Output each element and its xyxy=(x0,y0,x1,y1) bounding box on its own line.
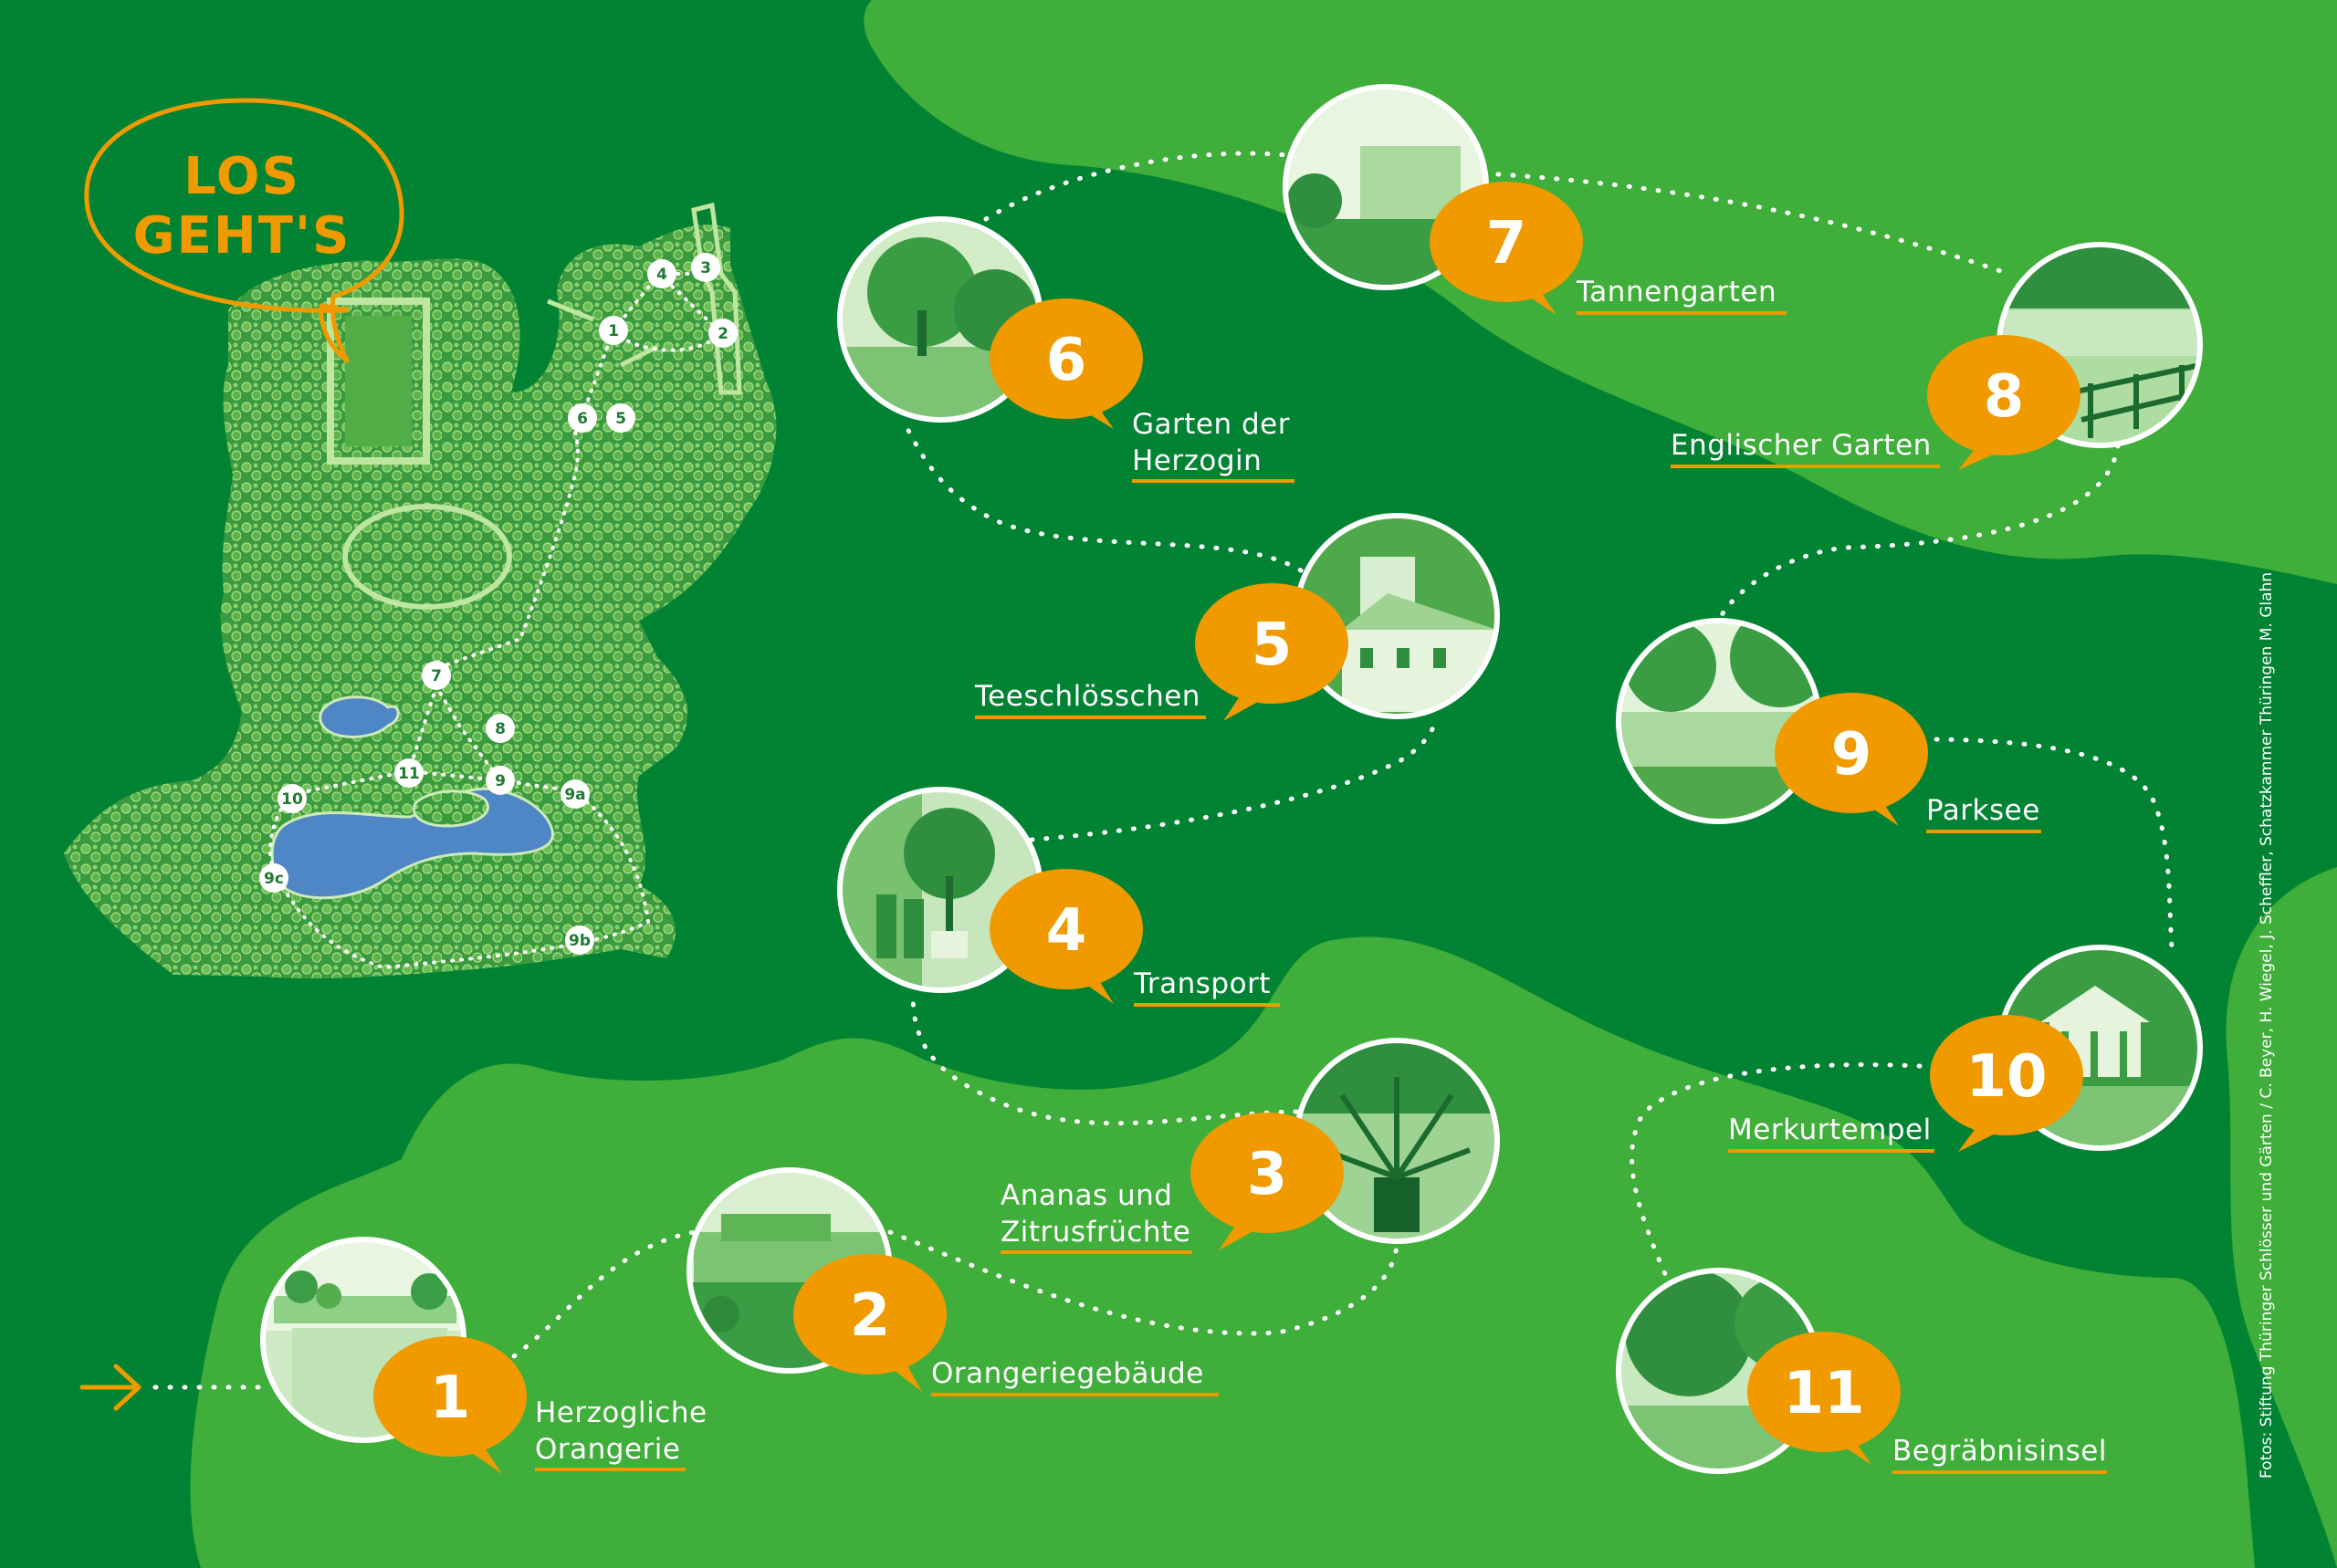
amphitheater xyxy=(342,504,512,610)
title-bubble-outline xyxy=(84,98,404,363)
svg-text:2: 2 xyxy=(718,325,728,343)
stop-bubble-5[interactable]: 5 xyxy=(1195,583,1348,721)
stop-label-7[interactable]: Tannengarten xyxy=(1576,276,1787,315)
stop-label-11[interactable]: Begräbnisinsel xyxy=(1892,1435,2107,1474)
title-line-1: LOS xyxy=(183,147,300,206)
svg-text:11: 11 xyxy=(398,765,420,783)
castle-courtyard xyxy=(345,316,412,446)
minimap-island xyxy=(412,789,489,828)
stop-number-8: 8 xyxy=(1984,363,2025,431)
stop-photo-5 xyxy=(1296,516,1497,716)
stop-label-6-line-1: Garten der xyxy=(1132,408,1290,441)
svg-text:1: 1 xyxy=(608,322,619,340)
stop-number-11: 11 xyxy=(1783,1360,1864,1427)
minimap-marker: 11 xyxy=(394,758,424,788)
stop-bubble-2[interactable]: 2 xyxy=(793,1254,947,1392)
castle-outline xyxy=(327,298,430,465)
stop-label-6-line-2: Herzogin xyxy=(1132,444,1262,477)
stop-label-2-line-1: Orangeriegebäude xyxy=(931,1357,1204,1390)
minimap-marker: 3 xyxy=(691,253,720,282)
stop-label-4-line-1: Transport xyxy=(1133,967,1271,1000)
svg-text:9b: 9b xyxy=(569,932,591,950)
svg-text:9: 9 xyxy=(495,772,506,790)
stop-number-6: 6 xyxy=(1046,327,1087,394)
stop-number-10: 10 xyxy=(1965,1043,2047,1111)
stop-label-3-line-1: Ananas und xyxy=(1001,1179,1172,1212)
stop-bubble-4[interactable]: 4 xyxy=(990,869,1143,1004)
arrow-right-icon xyxy=(79,1364,141,1411)
stop-bubble-7[interactable]: 7 xyxy=(1430,182,1583,315)
minimap-markers: 1 2 3 4 5 6 7 8 9 9a 9b 9c 10 11 xyxy=(259,253,738,955)
stop-label-7-line-1: Tannengarten xyxy=(1576,276,1776,308)
tour-route xyxy=(152,151,2175,1390)
stop-label-3[interactable]: Ananas und Zitrusfrüchte xyxy=(1001,1179,1192,1254)
stop-number-1: 1 xyxy=(430,1364,471,1432)
svg-text:10: 10 xyxy=(281,790,303,809)
stop-label-2[interactable]: Orangeriegebäude xyxy=(931,1357,1219,1396)
svg-text:3: 3 xyxy=(700,259,711,277)
stop-label-1-line-2: Orangerie xyxy=(535,1433,680,1466)
los-gehts-bubble: LOS GEHT'S xyxy=(84,98,404,363)
stop-label-4[interactable]: Transport xyxy=(1133,967,1280,1007)
minimap-marker: 9b xyxy=(565,925,594,955)
light-green-region-right xyxy=(2226,867,2337,1568)
stop-label-1-line-1: Herzogliche xyxy=(535,1396,707,1429)
minimap-marker: 9a xyxy=(561,779,590,809)
stop-number-3: 3 xyxy=(1247,1141,1288,1208)
minimap-marker: 8 xyxy=(486,714,515,743)
stop-label-6[interactable]: Garten der Herzogin xyxy=(1132,408,1294,483)
minimap-marker: 9 xyxy=(486,766,515,795)
park-minimap: 1 2 3 4 5 6 7 8 9 9a 9b 9c 10 11 xyxy=(64,202,777,979)
stop-label-5-line-1: Teeschlösschen xyxy=(974,680,1200,713)
svg-text:8: 8 xyxy=(495,720,506,738)
minimap-marker: 6 xyxy=(568,403,597,433)
stop-label-11-line-1: Begräbnisinsel xyxy=(1892,1435,2107,1468)
stop-bubble-8[interactable]: 8 xyxy=(1927,335,2080,470)
title-line-2: GEHT'S xyxy=(133,206,351,266)
svg-text:9c: 9c xyxy=(264,870,284,888)
minimap-marker: 2 xyxy=(708,319,738,348)
stop-number-9: 9 xyxy=(1831,721,1872,789)
stop-label-9-line-1: Parksee xyxy=(1926,794,2040,827)
svg-text:4: 4 xyxy=(656,266,667,284)
stop-label-3-line-2: Zitrusfrüchte xyxy=(1001,1216,1190,1249)
minimap-marker: 1 xyxy=(599,316,628,345)
stop-bubble-1[interactable]: 1 xyxy=(373,1336,527,1474)
svg-text:5: 5 xyxy=(615,410,626,428)
stop-label-5[interactable]: Teeschlösschen xyxy=(974,680,1206,719)
stop-label-1[interactable]: Herzogliche Orangerie xyxy=(535,1396,707,1471)
stop-number-4: 4 xyxy=(1046,897,1087,965)
stop-label-8[interactable]: Englischer Garten xyxy=(1671,429,1940,468)
minimap-marker: 7 xyxy=(422,661,451,690)
stop-number-5: 5 xyxy=(1252,612,1293,679)
stop-number-7: 7 xyxy=(1486,210,1527,277)
stop-bubble-9[interactable]: 9 xyxy=(1775,693,1928,826)
minimap-marker: 4 xyxy=(647,259,676,288)
svg-text:7: 7 xyxy=(431,667,442,685)
minimap-small-lake xyxy=(319,695,400,738)
stop-label-8-line-1: Englischer Garten xyxy=(1671,429,1932,462)
stop-bubble-3[interactable]: 3 xyxy=(1190,1113,1344,1250)
photo-credit: Fotos: Stiftung Thüringer Schlösser und … xyxy=(2258,572,2276,1479)
svg-text:9a: 9a xyxy=(564,786,585,804)
stop-label-9[interactable]: Parksee xyxy=(1926,794,2041,833)
park-area xyxy=(64,225,777,979)
stop-number-2: 2 xyxy=(850,1282,891,1350)
minimap-marker: 10 xyxy=(278,784,307,813)
minimap-marker: 9c xyxy=(259,863,288,893)
svg-text:6: 6 xyxy=(577,410,588,428)
minimap-marker: 5 xyxy=(606,403,635,433)
stop-bubble-11[interactable]: 11 xyxy=(1747,1332,1901,1465)
stop-bubble-10[interactable]: 10 xyxy=(1930,1015,2083,1152)
stop-label-10[interactable]: Merkurtempel xyxy=(1728,1113,1934,1153)
stop-bubble-6[interactable]: 6 xyxy=(990,298,1143,429)
stop-label-10-line-1: Merkurtempel xyxy=(1728,1113,1932,1146)
